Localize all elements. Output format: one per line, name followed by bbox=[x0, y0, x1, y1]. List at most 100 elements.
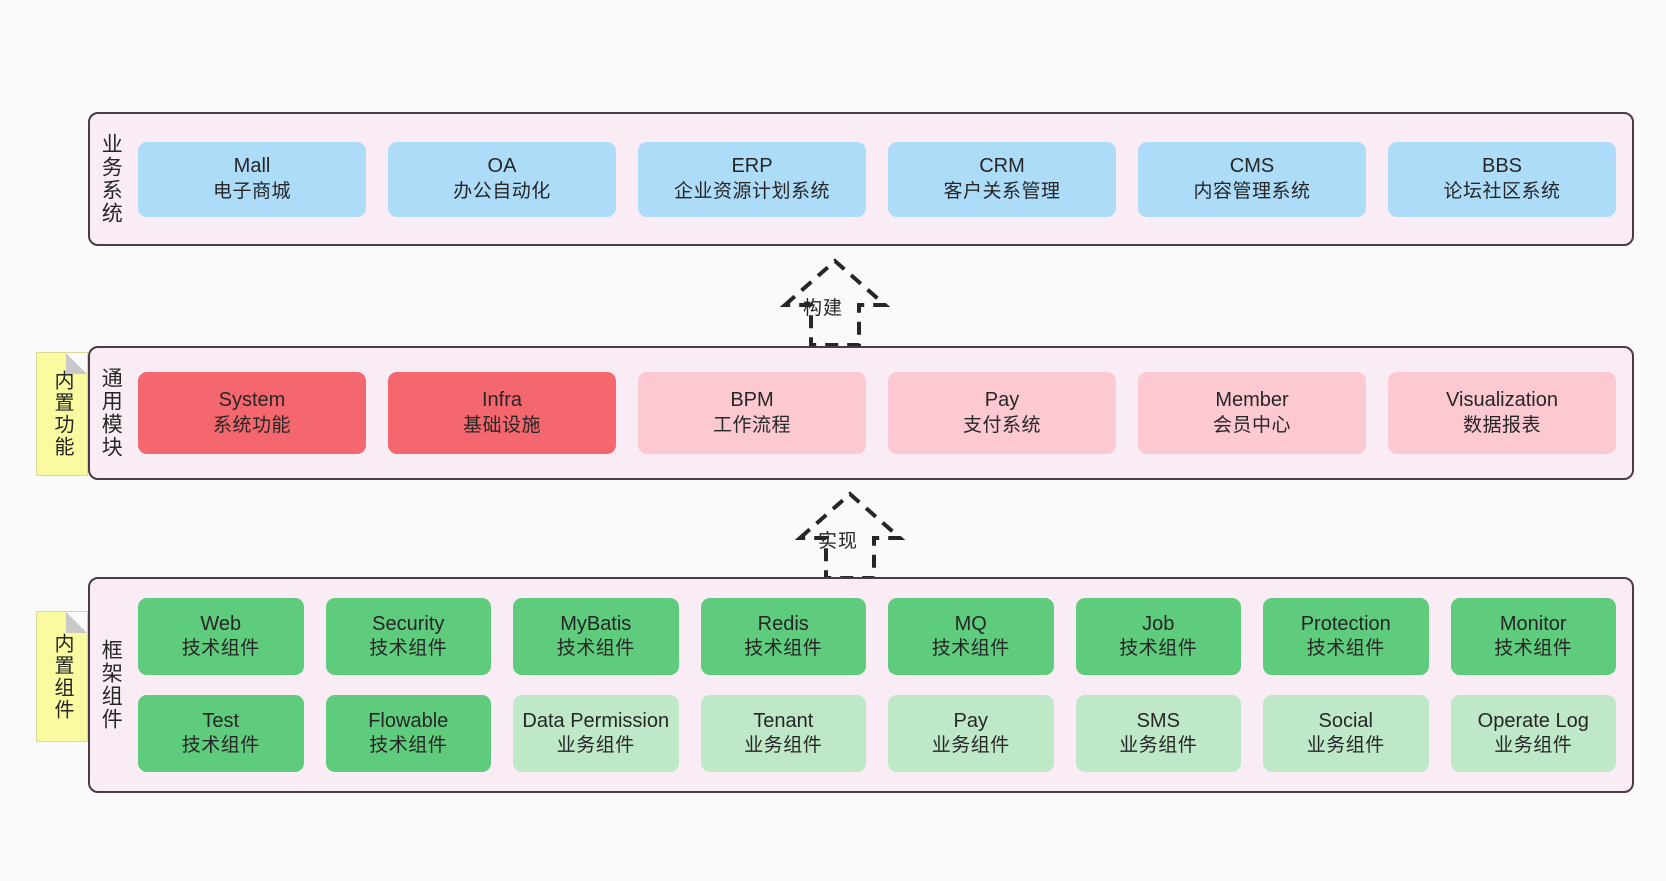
card-title-cn: 论坛社区系统 bbox=[1443, 180, 1561, 202]
card-operate-log[interactable]: Operate Log 业务组件 bbox=[1450, 695, 1616, 772]
sticky-note-builtin-components: 内置组件 bbox=[36, 611, 88, 742]
card-protection[interactable]: Protection 技术组件 bbox=[1263, 598, 1429, 675]
card-title-en: Redis bbox=[757, 612, 809, 635]
card-title-cn: 技术组件 bbox=[1119, 638, 1198, 660]
card-title-cn: 技术组件 bbox=[369, 638, 448, 660]
card-title-cn: 技术组件 bbox=[181, 735, 260, 757]
card-crm[interactable]: CRM 客户关系管理 bbox=[888, 141, 1116, 217]
card-cms[interactable]: CMS 内容管理系统 bbox=[1138, 141, 1366, 217]
layer-framework-components-title: 框架组件 bbox=[99, 639, 123, 731]
card-tenant[interactable]: Tenant 业务组件 bbox=[700, 695, 866, 772]
card-title-en: Protection bbox=[1300, 612, 1391, 635]
card-title-cn: 技术组件 bbox=[556, 638, 635, 660]
card-title-cn: 基础设施 bbox=[462, 414, 541, 436]
card-test[interactable]: Test 技术组件 bbox=[138, 695, 304, 772]
card-title-en: Social bbox=[1318, 709, 1373, 732]
layer-general-modules-title: 通用模块 bbox=[99, 367, 123, 459]
card-social[interactable]: Social 业务组件 bbox=[1263, 695, 1429, 772]
card-title-cn: 技术组件 bbox=[1494, 638, 1573, 660]
card-mall[interactable]: Mall 电子商城 bbox=[138, 141, 366, 217]
card-title-cn: 支付系统 bbox=[962, 414, 1041, 436]
card-monitor[interactable]: Monitor 技术组件 bbox=[1450, 598, 1616, 675]
card-title-cn: 业务组件 bbox=[1494, 735, 1573, 757]
card-mybatis[interactable]: MyBatis 技术组件 bbox=[513, 598, 679, 675]
card-title-en: SMS bbox=[1136, 709, 1180, 732]
card-flowable[interactable]: Flowable 技术组件 bbox=[325, 695, 491, 772]
card-title-en: MyBatis bbox=[560, 612, 632, 635]
card-title-en: BBS bbox=[1481, 155, 1523, 178]
card-data-permission[interactable]: Data Permission 业务组件 bbox=[513, 695, 679, 772]
card-title-en: Operate Log bbox=[1477, 709, 1589, 732]
card-infra[interactable]: Infra 基础设施 bbox=[388, 372, 616, 454]
card-erp[interactable]: ERP 企业资源计划系统 bbox=[638, 141, 866, 217]
card-title-en: System bbox=[218, 389, 286, 412]
card-title-en: ERP bbox=[731, 155, 773, 178]
card-title-cn: 技术组件 bbox=[931, 638, 1010, 660]
card-title-cn: 工作流程 bbox=[712, 414, 791, 436]
layer-business-systems: 业务系统 Mall 电子商城 OA 办公自动化 ERP 企业资源计划系统 CRM… bbox=[88, 112, 1634, 246]
card-title-en: BPM bbox=[730, 389, 774, 412]
card-mq[interactable]: MQ 技术组件 bbox=[888, 598, 1054, 675]
card-title-cn: 企业资源计划系统 bbox=[673, 180, 830, 202]
card-title-en: Infra bbox=[481, 389, 523, 412]
card-bpm[interactable]: BPM 工作流程 bbox=[638, 372, 866, 454]
card-redis[interactable]: Redis 技术组件 bbox=[700, 598, 866, 675]
card-title-en: CMS bbox=[1229, 155, 1275, 178]
arrow-implement-shape bbox=[794, 491, 906, 580]
card-title-cn: 业务组件 bbox=[744, 735, 823, 757]
card-title-en: Security bbox=[372, 612, 445, 635]
card-title-cn: 系统功能 bbox=[212, 414, 291, 436]
card-pay-module[interactable]: Pay 支付系统 bbox=[888, 372, 1116, 454]
layer-business-systems-body: Mall 电子商城 OA 办公自动化 ERP 企业资源计划系统 CRM 客户关系… bbox=[130, 114, 1632, 244]
arrow-build-label: 构建 bbox=[803, 298, 844, 319]
card-pay-component[interactable]: Pay 业务组件 bbox=[888, 695, 1054, 772]
card-title-en: Web bbox=[200, 612, 242, 635]
card-system[interactable]: System 系统功能 bbox=[138, 372, 366, 454]
arrow-implement: 实现 bbox=[770, 488, 930, 580]
layer-framework-components: 框架组件 Web 技术组件 Security 技术组件 MyBatis 技术组件… bbox=[88, 577, 1634, 793]
card-visualization[interactable]: Visualization 数据报表 bbox=[1388, 372, 1616, 454]
card-title-en: Mall bbox=[233, 155, 271, 178]
card-title-en: Pay bbox=[953, 709, 988, 732]
card-sms[interactable]: SMS 业务组件 bbox=[1075, 695, 1241, 772]
card-title-en: Flowable bbox=[368, 709, 449, 732]
card-title-en: CRM bbox=[979, 155, 1025, 178]
card-row: System 系统功能 Infra 基础设施 BPM 工作流程 Pay 支付系统… bbox=[138, 372, 1616, 454]
arrow-implement-label: 实现 bbox=[818, 531, 859, 552]
card-title-en: Member bbox=[1215, 389, 1289, 412]
card-title-en: Monitor bbox=[1499, 612, 1567, 635]
card-job[interactable]: Job 技术组件 bbox=[1075, 598, 1241, 675]
card-title-en: Data Permission bbox=[522, 709, 670, 732]
card-title-en: Visualization bbox=[1446, 389, 1558, 412]
card-member[interactable]: Member 会员中心 bbox=[1138, 372, 1366, 454]
card-title-en: OA bbox=[487, 155, 517, 178]
card-title-cn: 业务组件 bbox=[931, 735, 1010, 757]
card-title-cn: 技术组件 bbox=[369, 735, 448, 757]
arrow-build: 构建 bbox=[755, 255, 915, 347]
card-security[interactable]: Security 技术组件 bbox=[325, 598, 491, 675]
card-row: Test 技术组件 Flowable 技术组件 Data Permission … bbox=[138, 695, 1616, 772]
card-title-cn: 数据报表 bbox=[1462, 414, 1541, 436]
card-title-cn: 业务组件 bbox=[1119, 735, 1198, 757]
layer-framework-components-body: Web 技术组件 Security 技术组件 MyBatis 技术组件 Redi… bbox=[130, 579, 1632, 791]
card-title-cn: 业务组件 bbox=[1306, 735, 1385, 757]
card-oa[interactable]: OA 办公自动化 bbox=[388, 141, 616, 217]
sticky-note-builtin-features: 内置功能 bbox=[36, 352, 88, 476]
arrow-build-shape bbox=[779, 258, 891, 347]
card-title-en: Tenant bbox=[753, 709, 814, 732]
card-bbs[interactable]: BBS 论坛社区系统 bbox=[1388, 141, 1616, 217]
card-title-cn: 技术组件 bbox=[181, 638, 260, 660]
card-title-cn: 会员中心 bbox=[1212, 414, 1291, 436]
card-title-en: Test bbox=[202, 709, 240, 732]
card-web[interactable]: Web 技术组件 bbox=[138, 598, 304, 675]
card-title-cn: 客户关系管理 bbox=[943, 180, 1061, 202]
layer-business-systems-title: 业务系统 bbox=[99, 133, 123, 225]
sticky-note-label: 内置组件 bbox=[51, 632, 73, 721]
layer-general-modules: 通用模块 System 系统功能 Infra 基础设施 BPM 工作流程 Pay… bbox=[88, 346, 1634, 480]
layer-general-modules-body: System 系统功能 Infra 基础设施 BPM 工作流程 Pay 支付系统… bbox=[130, 348, 1632, 478]
card-title-cn: 业务组件 bbox=[556, 735, 635, 757]
card-row: Web 技术组件 Security 技术组件 MyBatis 技术组件 Redi… bbox=[138, 598, 1616, 675]
card-title-cn: 内容管理系统 bbox=[1193, 180, 1311, 202]
card-title-cn: 办公自动化 bbox=[453, 180, 551, 202]
